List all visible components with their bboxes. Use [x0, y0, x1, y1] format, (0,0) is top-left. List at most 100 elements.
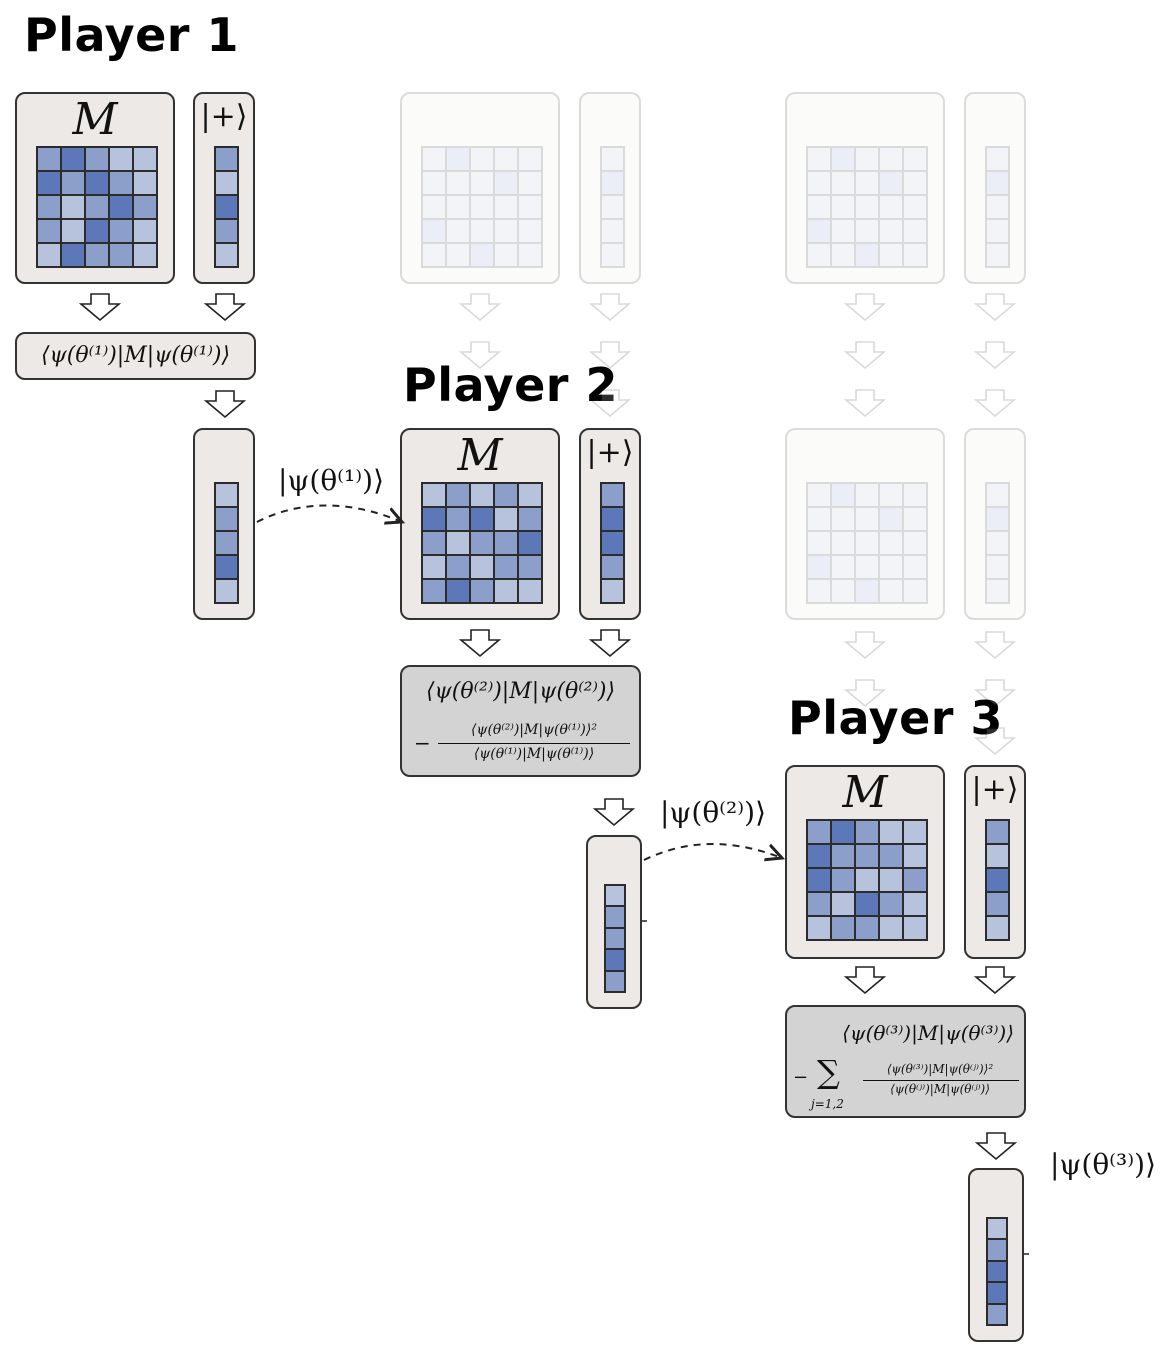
grid-cell	[601, 483, 624, 507]
grid-cell	[133, 243, 157, 267]
player-1-matrix-grid	[36, 146, 158, 268]
player-3-fraction-bar	[863, 1080, 1019, 1081]
grid-cell	[422, 243, 446, 267]
grid-cell	[987, 1282, 1007, 1304]
grid-cell	[855, 868, 879, 892]
grid-cell	[215, 531, 238, 555]
grid-cell	[831, 219, 855, 243]
grid-cell	[855, 892, 879, 916]
grid-cell	[422, 555, 446, 579]
faded-matrix-grid	[806, 482, 928, 604]
player-3-matrix-grid	[806, 819, 928, 941]
grid-cell	[37, 195, 61, 219]
grid-cell	[903, 579, 927, 603]
grid-cell	[903, 195, 927, 219]
grid-cell	[807, 507, 831, 531]
faded-arrows	[460, 293, 1015, 755]
grid-cell	[879, 483, 903, 507]
grid-cell	[215, 579, 238, 603]
grid-cell	[807, 555, 831, 579]
player-2-fraction-bar	[438, 743, 630, 744]
down-arrow-icon	[594, 798, 634, 826]
grid-cell	[986, 507, 1009, 531]
grid-cell	[903, 483, 927, 507]
state-transfer-arrow-1	[256, 504, 402, 523]
grid-cell	[422, 579, 446, 603]
grid-cell	[605, 949, 625, 971]
grid-cell	[986, 195, 1009, 219]
grid-cell	[807, 579, 831, 603]
grid-cell	[986, 555, 1009, 579]
plus-ket-label: |+⟩	[586, 435, 634, 470]
down-arrow-icon	[460, 629, 500, 657]
grid-cell	[831, 844, 855, 868]
faded-down-arrow-icon	[460, 293, 500, 321]
grid-cell	[807, 243, 831, 267]
grid-cell	[986, 844, 1009, 868]
player-3-fraction-denominator: ⟨ψ(θ⁽ʲ⁾)|M|ψ(θ⁽ʲ⁾)⟩	[890, 1082, 990, 1096]
faded-down-arrow-icon	[590, 341, 630, 369]
grid-cell	[855, 820, 879, 844]
grid-cell	[986, 171, 1009, 195]
player-2-state-box	[586, 835, 642, 1009]
grid-cell	[987, 1218, 1007, 1240]
down-arrow-icon	[205, 390, 245, 418]
grid-cell	[879, 916, 903, 940]
grid-cell	[518, 243, 542, 267]
grid-cell	[903, 844, 927, 868]
grid-cell	[494, 555, 518, 579]
player-2-minus-sign: −	[414, 731, 431, 755]
grid-cell	[903, 243, 927, 267]
grid-cell	[855, 195, 879, 219]
grid-cell	[831, 916, 855, 940]
grid-cell	[903, 916, 927, 940]
grid-cell	[986, 868, 1009, 892]
grid-cell	[807, 844, 831, 868]
grid-cell	[807, 483, 831, 507]
grid-cell	[605, 885, 625, 907]
grid-cell	[601, 555, 624, 579]
grid-cell	[601, 147, 624, 171]
grid-cell	[133, 195, 157, 219]
matrix-label: M	[457, 430, 503, 481]
faded-down-arrow-icon	[975, 293, 1015, 321]
grid-cell	[879, 195, 903, 219]
player-3-state-vector	[986, 1217, 1008, 1326]
grid-cell	[470, 243, 494, 267]
grid-cell	[61, 147, 85, 171]
grid-cell	[494, 579, 518, 603]
player-3-fraction-numerator: ⟨ψ(θ⁽³⁾)|M|ψ(θ⁽ʲ⁾)⟩²	[886, 1062, 994, 1076]
player-1-title: Player 1	[24, 8, 239, 62]
grid-cell	[879, 171, 903, 195]
grid-cell	[601, 195, 624, 219]
grid-cell	[855, 507, 879, 531]
grid-cell	[109, 219, 133, 243]
grid-cell	[470, 171, 494, 195]
player-2-matrix-box: M	[400, 428, 560, 620]
grid-cell	[133, 219, 157, 243]
grid-cell	[518, 147, 542, 171]
grid-cell	[831, 820, 855, 844]
grid-cell	[215, 219, 238, 243]
grid-cell	[85, 195, 109, 219]
grid-cell	[986, 243, 1009, 267]
grid-cell	[879, 219, 903, 243]
grid-cell	[903, 555, 927, 579]
player-1-objective-box: ⟨ψ(θ⁽¹⁾)|M|ψ(θ⁽¹⁾)⟩	[15, 332, 256, 380]
grid-cell	[85, 219, 109, 243]
grid-cell	[446, 243, 470, 267]
grid-cell	[855, 579, 879, 603]
grid-cell	[518, 555, 542, 579]
grid-cell	[987, 1303, 1007, 1325]
grid-cell	[879, 243, 903, 267]
grid-cell	[879, 844, 903, 868]
grid-cell	[422, 483, 446, 507]
player-3-objective-box: ⟨ψ(θ⁽³⁾)|M|ψ(θ⁽³⁾)⟩ − ∑ j=1,2 ⟨ψ(θ⁽³⁾)|M…	[785, 1005, 1026, 1118]
grid-cell	[601, 507, 624, 531]
grid-cell	[807, 171, 831, 195]
grid-cell	[518, 579, 542, 603]
grid-cell	[494, 507, 518, 531]
grid-cell	[470, 507, 494, 531]
grid-cell	[855, 147, 879, 171]
grid-cell	[61, 219, 85, 243]
